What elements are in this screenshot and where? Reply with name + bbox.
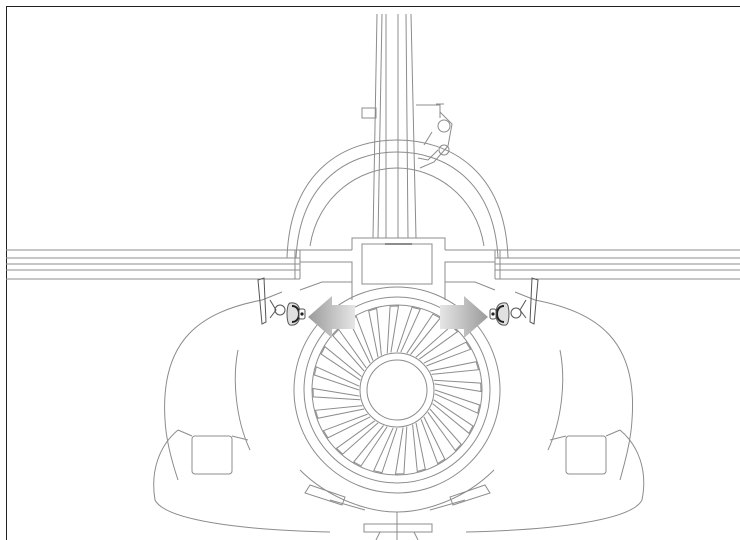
central-fairing: [299, 237, 496, 300]
exhaust-vanes: [312, 305, 482, 475]
exhaust-vane: [433, 379, 482, 393]
left-stabilizer: [6, 249, 301, 280]
left-hinge-pin: [257, 277, 306, 326]
exhaust-vane: [423, 341, 472, 367]
right-hinge-pin: [489, 277, 539, 326]
exhaust-vane: [322, 413, 371, 439]
exhaust-vane: [314, 405, 365, 419]
exhaust-vane: [373, 427, 398, 474]
exhaust-vane: [332, 328, 367, 372]
exhaust-vane: [420, 416, 446, 465]
arrow-outward-right: [440, 296, 488, 338]
exhaust-vane: [312, 387, 361, 401]
exhaust-vane: [406, 313, 442, 355]
exhaust-vane: [394, 426, 408, 475]
rear-fuselage: [153, 291, 645, 533]
exhaust-vane: [313, 366, 360, 391]
frame-border: [6, 6, 740, 540]
exhaust-vane: [434, 389, 481, 414]
exhaust-vane: [386, 305, 400, 354]
exhaust-vane: [432, 399, 474, 435]
engine-exhaust: [293, 286, 501, 494]
fuselage-arcs: [286, 139, 509, 259]
exhaust-vane: [429, 361, 480, 375]
arrow-outward-left: [308, 296, 355, 338]
exhaust-vane: [335, 420, 379, 455]
exhaust-vane: [427, 408, 462, 452]
fin-hinge-bracket: [361, 103, 453, 169]
exhaust-vane: [396, 306, 421, 353]
ventral-detail: [299, 469, 495, 540]
exhaust-vane: [320, 345, 362, 381]
vertical-fin: [372, 13, 417, 239]
exhaust-vane: [412, 422, 426, 473]
exhaust-vane: [352, 425, 388, 467]
exhaust-vane: [368, 307, 382, 358]
right-stabilizer: [494, 249, 740, 280]
